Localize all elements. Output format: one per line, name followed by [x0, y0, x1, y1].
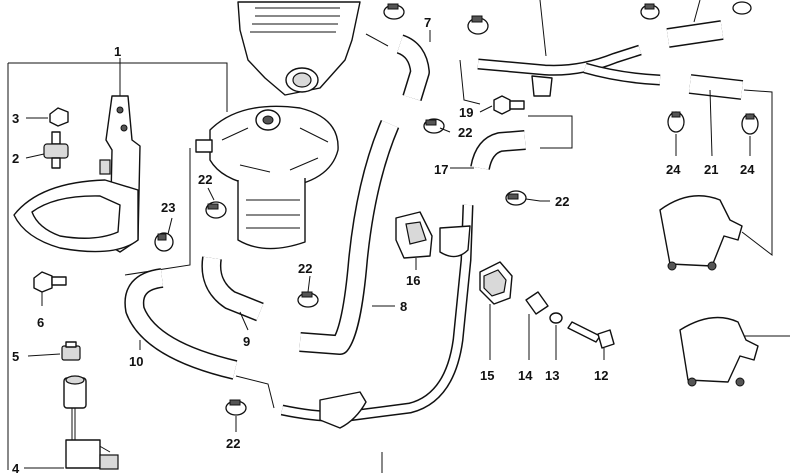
callout-4: 4	[12, 461, 20, 473]
bracket	[13, 95, 141, 253]
callout-17: 17	[434, 162, 448, 177]
callout-3: 3	[12, 111, 19, 126]
callout-22: 22	[198, 172, 212, 187]
bolt-19	[493, 95, 525, 115]
callout-2: 2	[12, 151, 19, 166]
hose-clamp-icon	[732, 1, 752, 15]
valve	[479, 261, 513, 305]
callout-21: 21	[704, 162, 718, 177]
gasket	[549, 312, 563, 324]
callout-labels: 1 3 2 6 5 4 7 19 22 17 22 22 23 22 16 8 …	[12, 15, 755, 473]
hose-top-right	[666, 20, 744, 100]
hose-7	[396, 34, 430, 101]
callout-19: 19	[459, 105, 473, 120]
sleeve	[525, 291, 549, 315]
callout-23: 23	[161, 200, 175, 215]
hose-clamp-icon	[640, 3, 660, 20]
callout-1: 1	[114, 44, 121, 59]
hose-clamp-icon	[741, 113, 759, 135]
bracket-right-upper	[659, 195, 743, 271]
callout-24: 24	[666, 162, 681, 177]
pipe-main	[280, 204, 474, 429]
callout-15: 15	[480, 368, 494, 383]
hose-clamps	[154, 1, 759, 416]
callout-7: 7	[424, 15, 431, 30]
connector	[61, 341, 81, 361]
hose-clamp-icon	[154, 232, 174, 252]
hose-clamp-icon	[423, 118, 445, 134]
hose-clamp-icon	[667, 111, 685, 133]
callout-24: 24	[740, 162, 755, 177]
callout-22: 22	[555, 194, 569, 209]
callout-22: 22	[298, 261, 312, 276]
bracket-right-lower	[679, 316, 759, 387]
bolt	[33, 271, 67, 293]
hose-clamp-icon	[383, 3, 405, 20]
leader-lines	[24, 0, 790, 473]
rubber-mount	[43, 131, 69, 169]
callout-13: 13	[545, 368, 559, 383]
air-filter-housing	[237, 1, 361, 96]
callout-6: 6	[37, 315, 44, 330]
callout-22: 22	[458, 125, 472, 140]
callout-8: 8	[400, 299, 407, 314]
pipe-upper	[477, 44, 661, 97]
callout-16: 16	[406, 273, 420, 288]
hose-9	[201, 256, 264, 322]
connector-box	[395, 211, 433, 259]
callout-22: 22	[226, 436, 240, 451]
callout-12: 12	[594, 368, 608, 383]
air-pump	[195, 105, 339, 250]
callout-14: 14	[518, 368, 533, 383]
relay-plug	[63, 375, 119, 470]
hose-17	[470, 130, 526, 171]
nut	[49, 107, 69, 127]
callout-5: 5	[12, 349, 19, 364]
hose-clamp-icon	[205, 201, 227, 219]
callout-9: 9	[243, 334, 250, 349]
hose-10	[124, 268, 238, 380]
hose-clamp-icon	[505, 190, 527, 206]
hose-clamp-icon	[297, 291, 319, 308]
hose-clamp-icon	[467, 15, 489, 35]
callout-10: 10	[129, 354, 143, 369]
screw	[567, 321, 615, 349]
hose-8	[299, 120, 400, 355]
hose-clamp-icon	[225, 399, 247, 416]
